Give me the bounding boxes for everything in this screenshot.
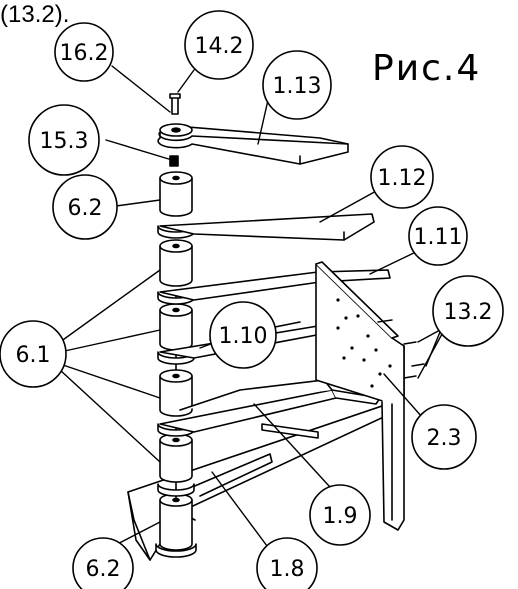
step-1-9 <box>159 379 381 439</box>
callout-1-13: 1.13 <box>262 50 332 120</box>
callout-6-2-bottom: 6.2 <box>72 537 134 589</box>
callout-14-2: 14.2 <box>184 10 254 80</box>
screws-13-2 <box>377 319 425 379</box>
callout-13-2: 13.2 <box>432 275 504 347</box>
wall-panel-2-3 <box>315 261 405 531</box>
step-1-12 <box>159 213 375 241</box>
callout-2-3: 2.3 <box>411 404 477 470</box>
callout-6-2-top: 6.2 <box>52 174 118 240</box>
callout-1-12: 1.12 <box>370 145 434 209</box>
svg-text:16.2: 16.2 <box>60 41 109 66</box>
callout-1-10: 1.10 <box>209 301 277 369</box>
svg-text:14.2: 14.2 <box>195 34 244 59</box>
figure-title: Рис.4 <box>372 48 481 89</box>
callout-1-8: 1.8 <box>256 537 318 589</box>
svg-text:1.13: 1.13 <box>273 74 322 99</box>
svg-text:2.3: 2.3 <box>427 426 462 451</box>
washer-15-3 <box>169 155 179 167</box>
top-note: (13.2). <box>0 1 70 28</box>
svg-text:6.2: 6.2 <box>86 557 121 582</box>
svg-text:13.2: 13.2 <box>444 300 493 325</box>
callout-16-2: 16.2 <box>54 22 114 82</box>
callout-1-11: 1.11 <box>408 206 468 266</box>
svg-text:1.12: 1.12 <box>378 166 427 191</box>
svg-text:6.2: 6.2 <box>68 196 103 221</box>
callouts: 16.2 14.2 1.13 15.3 6.2 1.12 1.11 13.2 <box>0 10 504 589</box>
bolt-14-2 <box>169 93 181 115</box>
callout-1-9: 1.9 <box>309 484 371 546</box>
step-1-13 <box>157 123 349 165</box>
spacer-6-2-top <box>159 177 193 217</box>
svg-text:1.10: 1.10 <box>219 324 268 349</box>
callout-6-1: 6.1 <box>0 320 67 388</box>
spacer-6-2-bottom <box>159 499 193 551</box>
svg-text:1.8: 1.8 <box>270 557 305 582</box>
spacer-6-1-a <box>159 245 193 287</box>
spacer-6-1-d <box>159 439 193 483</box>
svg-text:1.9: 1.9 <box>323 504 358 529</box>
svg-text:15.3: 15.3 <box>40 129 89 154</box>
callout-15-3: 15.3 <box>28 104 100 176</box>
svg-text:6.1: 6.1 <box>16 343 51 368</box>
leader-lines <box>59 65 443 553</box>
spacer-6-1-c <box>159 375 193 417</box>
svg-text:1.11: 1.11 <box>414 225 463 250</box>
